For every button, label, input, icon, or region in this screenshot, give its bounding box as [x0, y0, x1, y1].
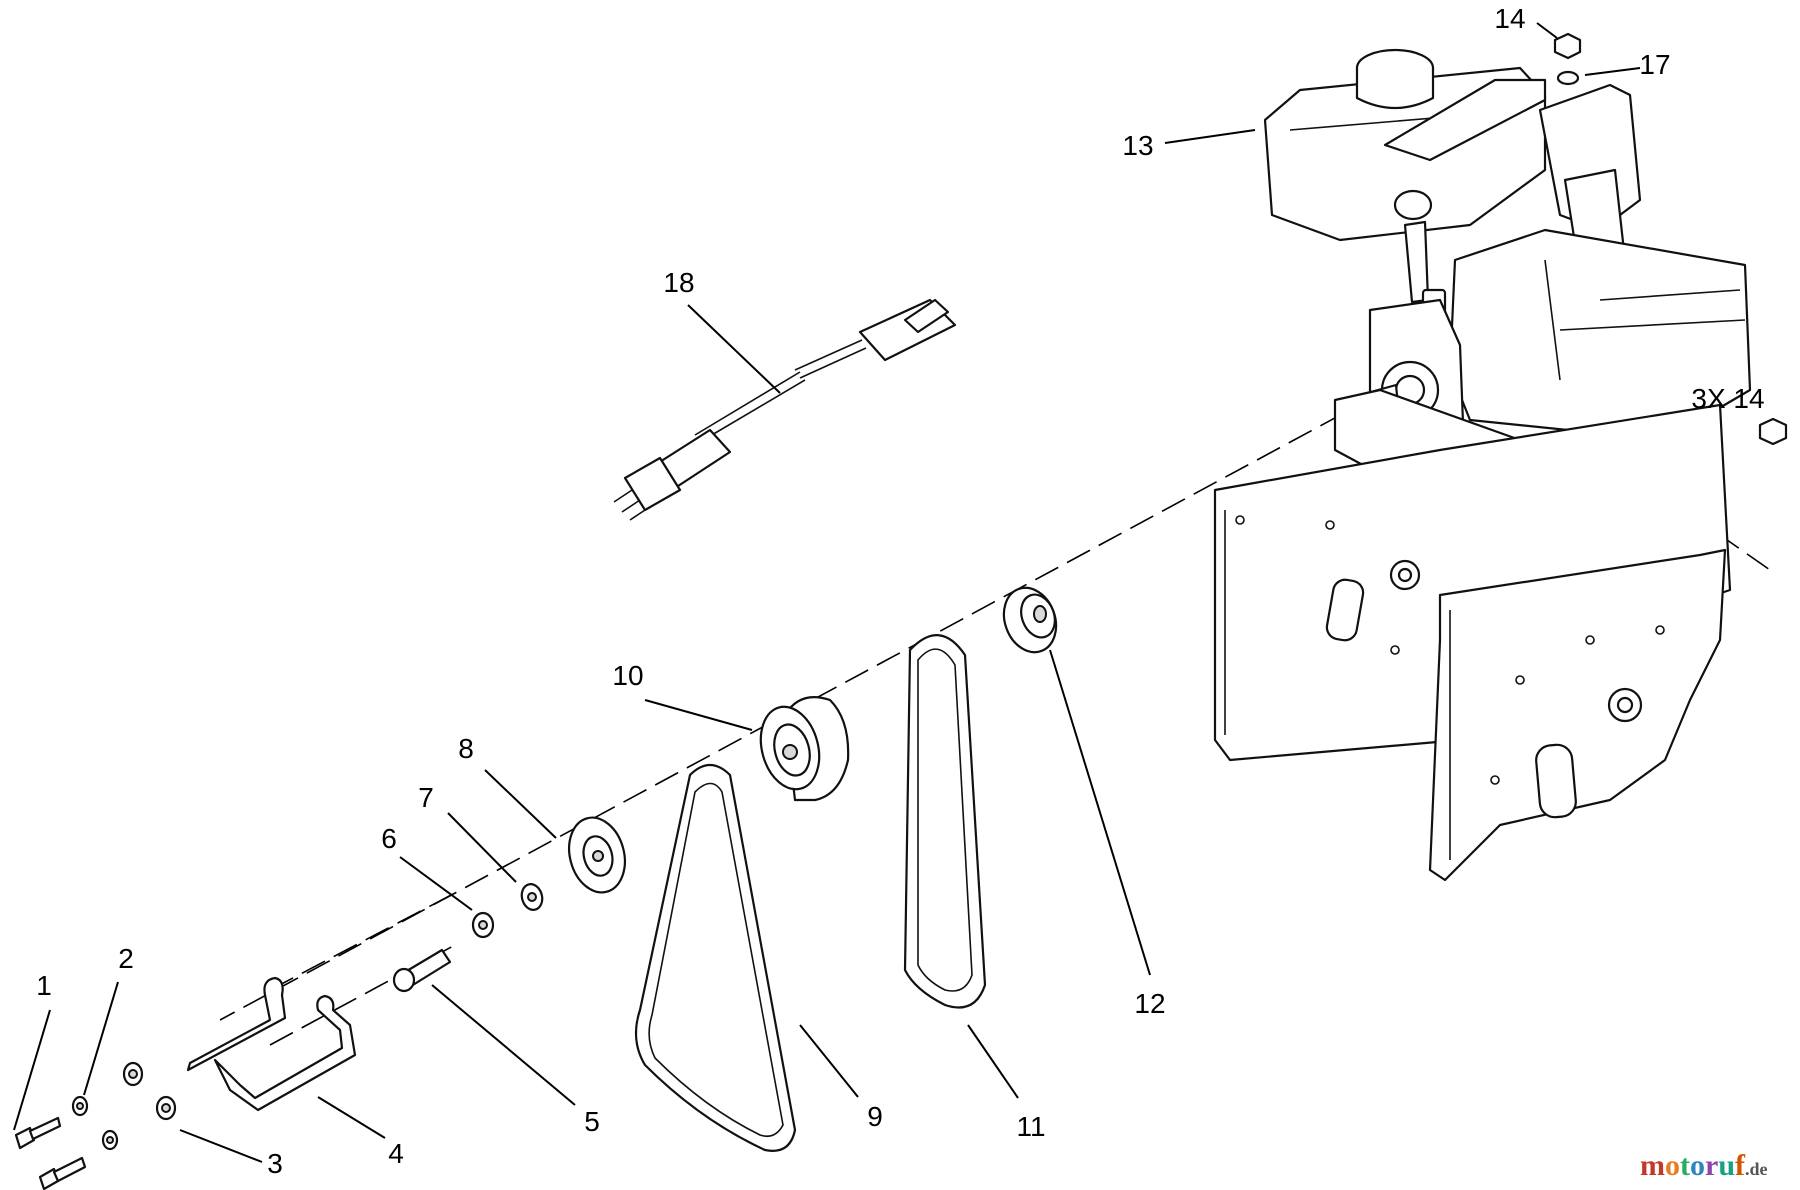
callout-9: 9 [867, 1101, 883, 1132]
callout-13: 13 [1122, 130, 1153, 161]
frame-plate-front [1428, 548, 1727, 882]
lock-washer-lower [101, 1129, 119, 1151]
watermark-letter: u [1718, 1149, 1735, 1182]
callout-5: 5 [584, 1106, 600, 1137]
callout-11: 11 [1016, 1111, 1045, 1142]
callout-17: 17 [1639, 49, 1670, 80]
belt-guide-bracket [186, 976, 357, 1112]
callout-14-top: 14 [1494, 3, 1525, 34]
callout-3: 3 [267, 1148, 283, 1179]
callout-10: 10 [612, 660, 643, 691]
nut-14-side [1758, 417, 1788, 446]
drive-pulley [759, 696, 850, 802]
nut-6 [471, 911, 495, 939]
callout-7: 7 [418, 782, 434, 813]
nut-14-top [1553, 32, 1582, 60]
callout-8: 8 [458, 733, 474, 764]
fasteners [14, 1061, 177, 1190]
extension-cord [613, 298, 957, 521]
callout-4: 4 [388, 1138, 404, 1169]
watermark-letter: r [1705, 1149, 1718, 1182]
callout-12: 12 [1134, 988, 1165, 1019]
svg-text:motoruf.de: motoruf.de [1640, 1149, 1768, 1182]
flat-washer-upper [122, 1061, 144, 1087]
watermark-letter: f [1735, 1149, 1746, 1182]
callout-18: 18 [663, 267, 694, 298]
flat-washer-lower [155, 1095, 177, 1121]
callout-6: 6 [381, 823, 397, 854]
idler-pulley [1002, 586, 1058, 654]
callout-1: 1 [36, 970, 52, 1001]
pulley-half [568, 816, 626, 894]
callout-3x14: 3X 14 [1691, 383, 1764, 414]
watermark-letter: o [1690, 1149, 1705, 1182]
drive-belt-9 [634, 763, 797, 1152]
bolt-upper [14, 1116, 62, 1150]
bolt-lower [38, 1156, 87, 1190]
watermark-suffix: .de [1745, 1159, 1768, 1179]
washer-17 [1556, 70, 1580, 86]
leader-lines [13, 22, 1641, 1163]
washer-7 [520, 883, 544, 911]
watermark-letter: m [1640, 1149, 1665, 1182]
watermark-letter: t [1680, 1149, 1690, 1182]
watermark-letter: o [1665, 1149, 1680, 1182]
drive-belt-11 [903, 634, 987, 1009]
callout-2: 2 [118, 943, 134, 974]
lock-washer-upper [71, 1095, 89, 1117]
watermark-logo: motoruf.de [1640, 1149, 1768, 1182]
spacer-pin [392, 948, 452, 993]
callout-labels: 1 2 3 4 5 6 7 8 9 10 11 12 13 14 17 18 3… [36, 3, 1764, 1179]
